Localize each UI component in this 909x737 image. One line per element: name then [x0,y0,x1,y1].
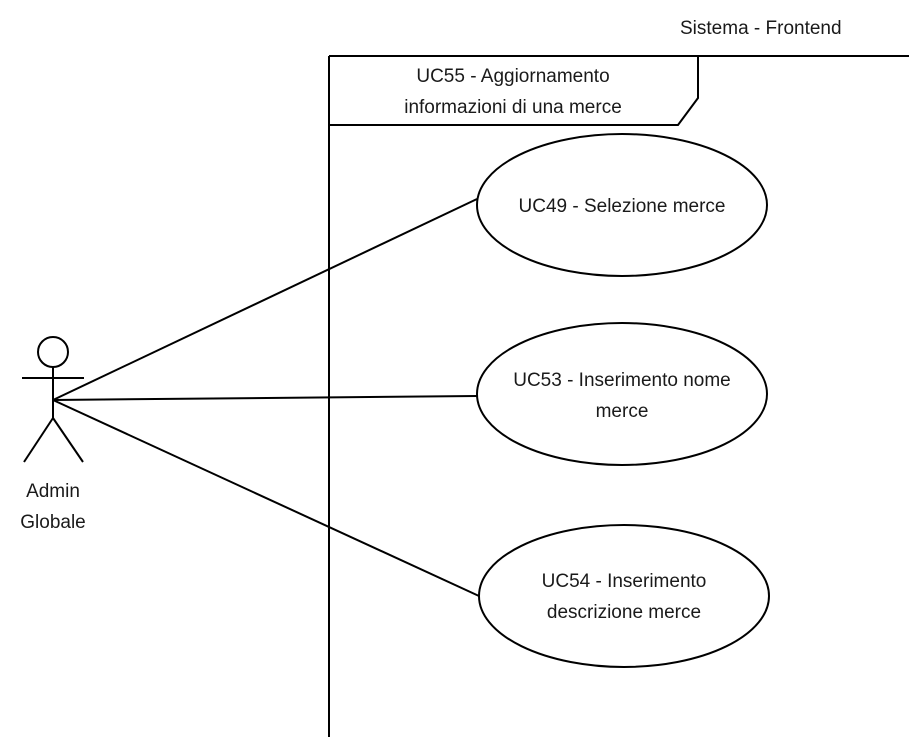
use-case-uc53-label-line2: merce [596,401,649,422]
use-case-uc49-ellipse [476,133,768,277]
frame-label-box [329,56,699,126]
actor-right-leg [52,417,84,463]
actor-label-line1: Admin [26,481,80,502]
frame-title-line2: informazioni di una merce [404,97,622,118]
use-case-uc53-label-line1: UC53 - Inserimento nome [513,370,731,391]
use-case-uc54-label-line2: descrizione merce [547,602,701,623]
associations [52,198,480,597]
system-title: Sistema - Frontend [680,18,842,39]
use-case-uc54-ellipse [478,524,770,668]
association-uc53 [52,395,478,401]
actor-label-line2: Globale [20,512,86,533]
association-uc49 [52,198,478,401]
use-case-uc54[interactable]: UC54 - Inserimento descrizione merce [478,524,770,668]
actor-head [37,336,69,368]
actor-admin-globale[interactable] [22,336,84,463]
use-case-uc49[interactable]: UC49 - Selezione merce [476,133,768,277]
frame-title-line1: UC55 - Aggiornamento [416,66,609,87]
association-uc54 [52,399,480,597]
use-case-uc49-label-line1: UC49 - Selezione merce [519,196,726,217]
use-case-uc53-ellipse [476,322,768,466]
actor-left-leg [23,417,54,463]
use-case-uc54-label-line1: UC54 - Inserimento [542,571,707,592]
use-case-uc53[interactable]: UC53 - Inserimento nome merce [476,322,768,466]
